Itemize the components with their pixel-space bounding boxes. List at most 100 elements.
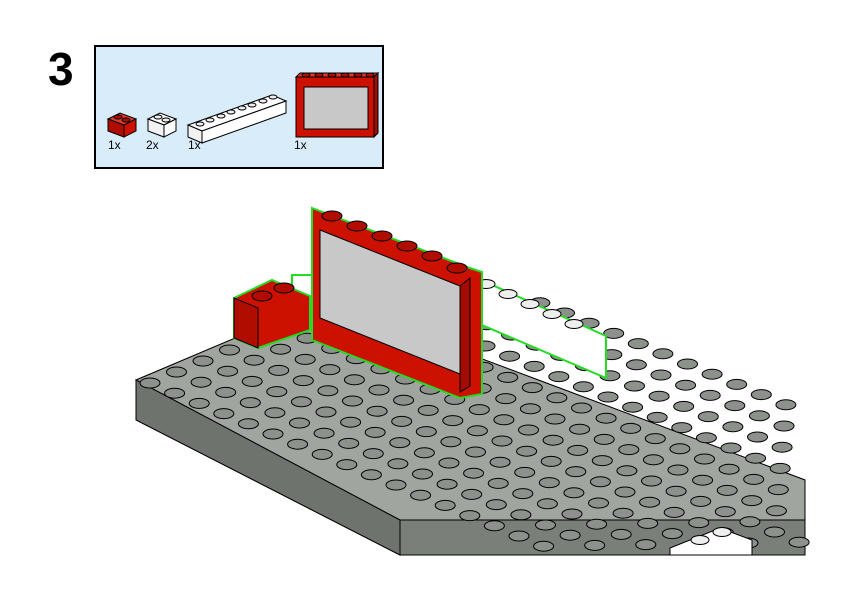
stud — [699, 389, 721, 401]
stud — [412, 468, 433, 480]
part-qty: 1x — [188, 138, 201, 152]
stud — [716, 484, 738, 496]
stud — [340, 416, 362, 428]
stud — [663, 506, 685, 518]
stud — [714, 506, 736, 518]
stud — [546, 392, 568, 404]
stud — [466, 425, 488, 437]
stud — [287, 438, 309, 450]
stud — [463, 467, 485, 479]
stud — [622, 401, 644, 413]
stud — [385, 479, 407, 491]
stud — [591, 455, 613, 467]
stud — [588, 497, 609, 509]
stud — [436, 478, 458, 490]
stud — [593, 433, 615, 445]
stud — [563, 487, 585, 499]
stud — [192, 355, 214, 367]
stud — [190, 376, 212, 388]
stud — [669, 443, 691, 455]
stud — [671, 422, 693, 434]
stud — [266, 386, 288, 398]
stud — [739, 516, 761, 528]
white-brick-1x2-icon — [146, 112, 178, 138]
stud — [393, 394, 415, 406]
stud — [765, 505, 787, 517]
stud — [166, 366, 187, 378]
stud — [747, 431, 768, 443]
stud — [675, 379, 697, 391]
stud — [491, 435, 513, 447]
stud — [519, 403, 541, 415]
stud — [561, 508, 583, 520]
stud — [641, 475, 662, 487]
stud — [644, 433, 666, 445]
stud — [294, 353, 316, 365]
stud — [624, 380, 645, 392]
stud — [241, 375, 263, 387]
stud — [338, 437, 360, 449]
stud — [677, 358, 698, 370]
stud — [487, 477, 509, 489]
stud — [769, 462, 791, 474]
stud — [391, 415, 413, 427]
stud — [625, 359, 647, 371]
red-brick-1x2 — [233, 278, 311, 350]
stud — [569, 423, 591, 435]
stud — [690, 495, 712, 507]
stud — [571, 402, 592, 414]
stud — [493, 414, 515, 426]
stud — [139, 377, 161, 389]
stud — [264, 407, 286, 419]
stud — [360, 469, 382, 481]
stud — [661, 528, 683, 540]
red-window-frame-1x6-icon — [294, 71, 380, 139]
stud — [164, 387, 186, 399]
stud — [697, 411, 719, 423]
stud — [442, 415, 464, 427]
stud — [410, 489, 432, 501]
stud — [343, 374, 365, 386]
stud — [718, 463, 740, 475]
parts-list-illustrations — [106, 71, 380, 144]
stud — [438, 457, 460, 469]
stud — [642, 454, 664, 466]
stud — [237, 418, 259, 430]
stud — [764, 526, 785, 538]
stud — [364, 426, 386, 438]
stud — [215, 386, 237, 398]
stud — [317, 385, 339, 397]
stud — [584, 539, 606, 551]
part-qty: 1x — [108, 138, 121, 152]
stud — [788, 536, 810, 548]
stud — [627, 338, 649, 350]
stud — [722, 421, 744, 433]
stud — [726, 378, 748, 390]
part-qty: 1x — [294, 138, 307, 152]
step-number: 3 — [48, 43, 74, 95]
stud — [508, 530, 530, 542]
stud — [567, 444, 589, 456]
stud — [319, 364, 341, 376]
stud — [213, 408, 235, 420]
stud — [417, 404, 439, 416]
stud — [610, 528, 632, 540]
stud — [262, 428, 284, 440]
red-window-frame — [311, 206, 483, 400]
stud — [720, 442, 742, 454]
stud — [535, 519, 556, 531]
stud — [775, 399, 797, 411]
stud — [767, 484, 789, 496]
stud — [586, 518, 608, 530]
part-qty: 2x — [146, 138, 159, 152]
stud — [434, 499, 456, 511]
stud — [620, 422, 642, 434]
stud — [336, 459, 358, 471]
stud — [743, 473, 765, 485]
stud — [468, 404, 490, 416]
stud — [572, 381, 594, 393]
stud — [459, 510, 481, 522]
stud — [538, 477, 560, 489]
stud — [342, 395, 363, 407]
red-brick-1x2-icon — [106, 112, 138, 138]
